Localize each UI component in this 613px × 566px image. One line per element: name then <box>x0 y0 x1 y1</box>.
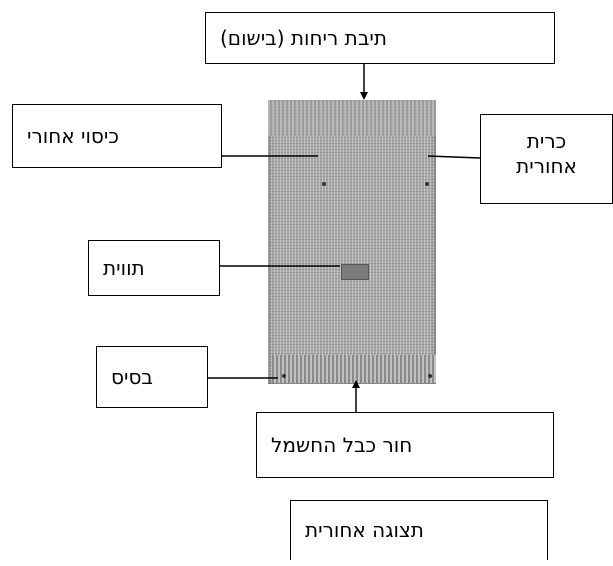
device-back-panel <box>268 100 436 384</box>
label-rear-view: תצוגה אחורית <box>290 500 548 560</box>
label-base: בסיס <box>96 346 208 408</box>
device-tag <box>341 264 369 280</box>
label-tag: תווית <box>88 240 220 296</box>
screw-top-left <box>322 182 326 186</box>
screw-top-right <box>425 182 429 186</box>
label-vent-text: תיבת ריחות (בישום) <box>220 25 387 50</box>
label-power-cable-hole-text: חור כבל החשמל <box>271 432 413 457</box>
screw-bottom-left <box>282 374 286 378</box>
label-back-pillow: כרית אחורית <box>480 114 613 204</box>
label-back-cover: כיסוי אחורי <box>12 104 222 168</box>
screw-bottom-right <box>428 374 432 378</box>
label-power-cable-hole: חור כבל החשמל <box>256 412 554 478</box>
label-back-pillow-line1: כרית <box>526 129 567 153</box>
arrowhead-cable-hole <box>352 380 360 388</box>
label-vent: תיבת ריחות (בישום) <box>205 12 555 64</box>
device-base-strip <box>272 355 436 383</box>
label-base-text: בסיס <box>111 364 153 389</box>
device-top-vent <box>268 100 436 136</box>
label-tag-text: תווית <box>103 255 145 280</box>
leader-back-pillow <box>427 155 481 159</box>
arrowhead-vent <box>360 92 368 100</box>
label-back-cover-text: כיסוי אחורי <box>27 123 119 148</box>
label-rear-view-text: תצוגה אחורית <box>305 518 424 542</box>
label-back-pillow-line2: אחורית <box>516 154 577 178</box>
